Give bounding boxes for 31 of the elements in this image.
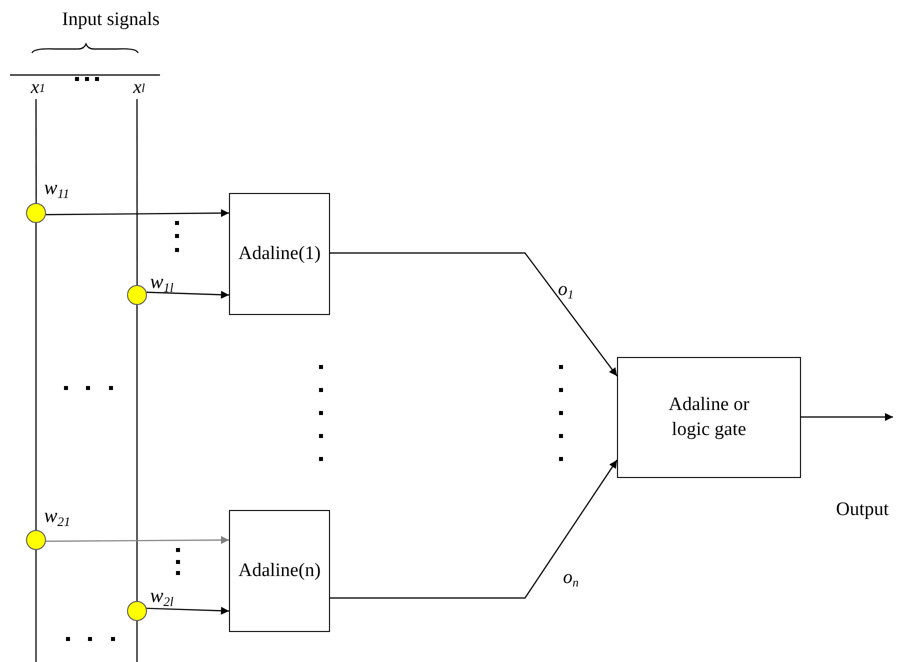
edge-label: o$_{1}$ [558,280,574,302]
box-label: Adaline or logic gate [668,392,750,442]
signal-line [35,550,37,662]
weight-label: w$_{21}$ [44,506,70,528]
arrow [801,413,893,421]
process-box [229,510,330,632]
process-box [229,193,330,315]
signal-line [136,621,138,662]
signal-line [136,99,138,285]
edge-label: o$_{n}$ [563,568,579,590]
signal-line [136,305,138,601]
signal-line [35,223,37,530]
weight-node-circle [127,601,147,621]
box-label: Adaline(n) [238,558,321,583]
weight-node-circle [26,203,46,223]
weight-label: w$_{11}$ [44,178,70,200]
arrow [146,290,230,299]
weight-node-circle [26,530,46,550]
edge-label: Output [836,500,889,519]
arrow [330,252,618,376]
weight-label: w$_{2l}$ [150,586,174,608]
arrow [330,460,618,599]
arrow [146,606,230,615]
process-box [617,357,801,478]
arrow [46,209,229,218]
signal-line [35,99,37,203]
weight-node-circle [127,285,147,305]
weight-label: w$_{1l}$ [150,272,174,294]
arrow [46,536,229,544]
heading-label: Input signals [62,10,160,29]
box-label: Adaline(1) [238,242,321,266]
